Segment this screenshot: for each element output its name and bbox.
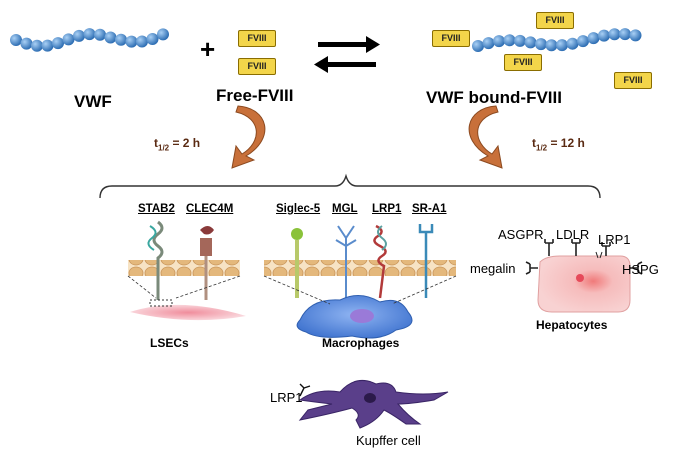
fviii-box: FVIII xyxy=(614,72,652,89)
stab2-receptor xyxy=(147,220,164,300)
receptor-label-lrp1-kupffer: LRP1 xyxy=(270,390,303,405)
hepatocyte-cell xyxy=(537,255,631,313)
vwf-bead xyxy=(545,39,558,52)
vwf-bead xyxy=(146,32,159,45)
fviii-box: FVIII xyxy=(238,58,276,75)
vwf-bead xyxy=(94,28,106,41)
vwf-bead xyxy=(556,39,568,52)
cell-label-hepatocytes: Hepatocytes xyxy=(536,318,608,332)
vwf-bead xyxy=(20,37,33,50)
lrp1-receptor xyxy=(373,224,387,299)
lsec-membrane xyxy=(128,260,240,276)
vwf-bead xyxy=(41,39,54,52)
lsec-cell xyxy=(130,299,246,321)
receptor-label-siglec5: Siglec-5 xyxy=(276,203,321,215)
vwf-bead xyxy=(10,34,22,46)
kupffer-cell xyxy=(298,379,449,429)
vwf-bound-fviii-label: VWF bound-FVIII xyxy=(426,88,562,107)
brace xyxy=(99,173,601,199)
vwf-bead xyxy=(619,28,631,41)
macrophage-cell xyxy=(296,295,413,339)
vwf-bead xyxy=(52,37,64,50)
vwf-bead xyxy=(566,37,579,50)
receptor-label-sra1: SR-A1 xyxy=(412,203,447,215)
receptor-label-clec4m: CLEC4M xyxy=(186,203,234,215)
hepatocyte-receptors xyxy=(525,239,643,275)
vwf-bead xyxy=(31,39,43,52)
vwf-bead xyxy=(493,35,505,48)
cell-label-macrophages: Macrophages xyxy=(322,336,400,350)
vwf-bead xyxy=(136,35,148,48)
vwf-bead xyxy=(535,38,547,51)
vwf-bead xyxy=(472,40,484,52)
vwf-bead xyxy=(482,37,495,50)
dashed-callouts xyxy=(127,275,457,305)
cell-label-kupffer: Kupffer cell xyxy=(356,433,421,448)
sra1-receptor xyxy=(418,224,434,298)
macrophage-membrane xyxy=(264,260,456,276)
vwf-label: VWF xyxy=(74,92,112,111)
half-life-free: t1/2 = 2 h xyxy=(154,136,201,153)
curved-arrow-right xyxy=(468,105,503,169)
vwf-bead xyxy=(608,28,621,41)
vwf-bead xyxy=(115,33,127,46)
vwf-bead xyxy=(587,32,600,45)
receptor-label-mgl: MGL xyxy=(332,203,358,215)
vwf-bead xyxy=(577,35,589,48)
vwf-bead xyxy=(503,34,516,47)
receptor-label-lrp1: LRP1 xyxy=(372,203,402,215)
receptor-label-lrp1-hep: LRP1 xyxy=(598,232,631,247)
mgl-receptor xyxy=(335,225,357,298)
cell-label-lsecs: LSECs xyxy=(150,336,189,350)
fviii-box: FVIII xyxy=(536,12,574,29)
vwf-bead xyxy=(125,35,138,48)
vwf-bead xyxy=(524,36,537,49)
equilibrium-arrows xyxy=(314,36,380,73)
clec4m-receptor xyxy=(200,226,214,300)
vwf-bead xyxy=(83,28,96,41)
vwf-chain-left xyxy=(10,28,169,52)
receptor-label-stab2: STAB2 xyxy=(138,203,175,215)
vwf-bead xyxy=(514,34,526,47)
fviii-box: FVIII xyxy=(238,30,276,47)
vwf-chain-right xyxy=(472,28,642,52)
fviii-box: FVIII xyxy=(504,54,542,71)
siglec5-receptor xyxy=(291,228,303,298)
vwf-bead xyxy=(598,29,610,42)
receptor-label-hspg: HSPG xyxy=(622,262,659,277)
half-life-bound: t1/2 = 12 h xyxy=(532,136,585,153)
curved-arrow-left xyxy=(231,105,266,169)
receptor-label-megalin: megalin xyxy=(470,261,516,276)
vwf-bead xyxy=(62,33,75,46)
receptor-label-asgpr: ASGPR xyxy=(498,227,544,242)
vwf-bead xyxy=(104,31,117,44)
plus-sign: + xyxy=(200,34,216,64)
fviii-box: FVIII xyxy=(432,30,470,47)
free-fviii-label: Free-FVIII xyxy=(216,86,294,105)
vwf-bead xyxy=(73,29,85,42)
vwf-bead xyxy=(629,29,642,42)
vwf-bead xyxy=(157,28,169,41)
receptor-label-ldlr: LDLR xyxy=(556,227,590,242)
